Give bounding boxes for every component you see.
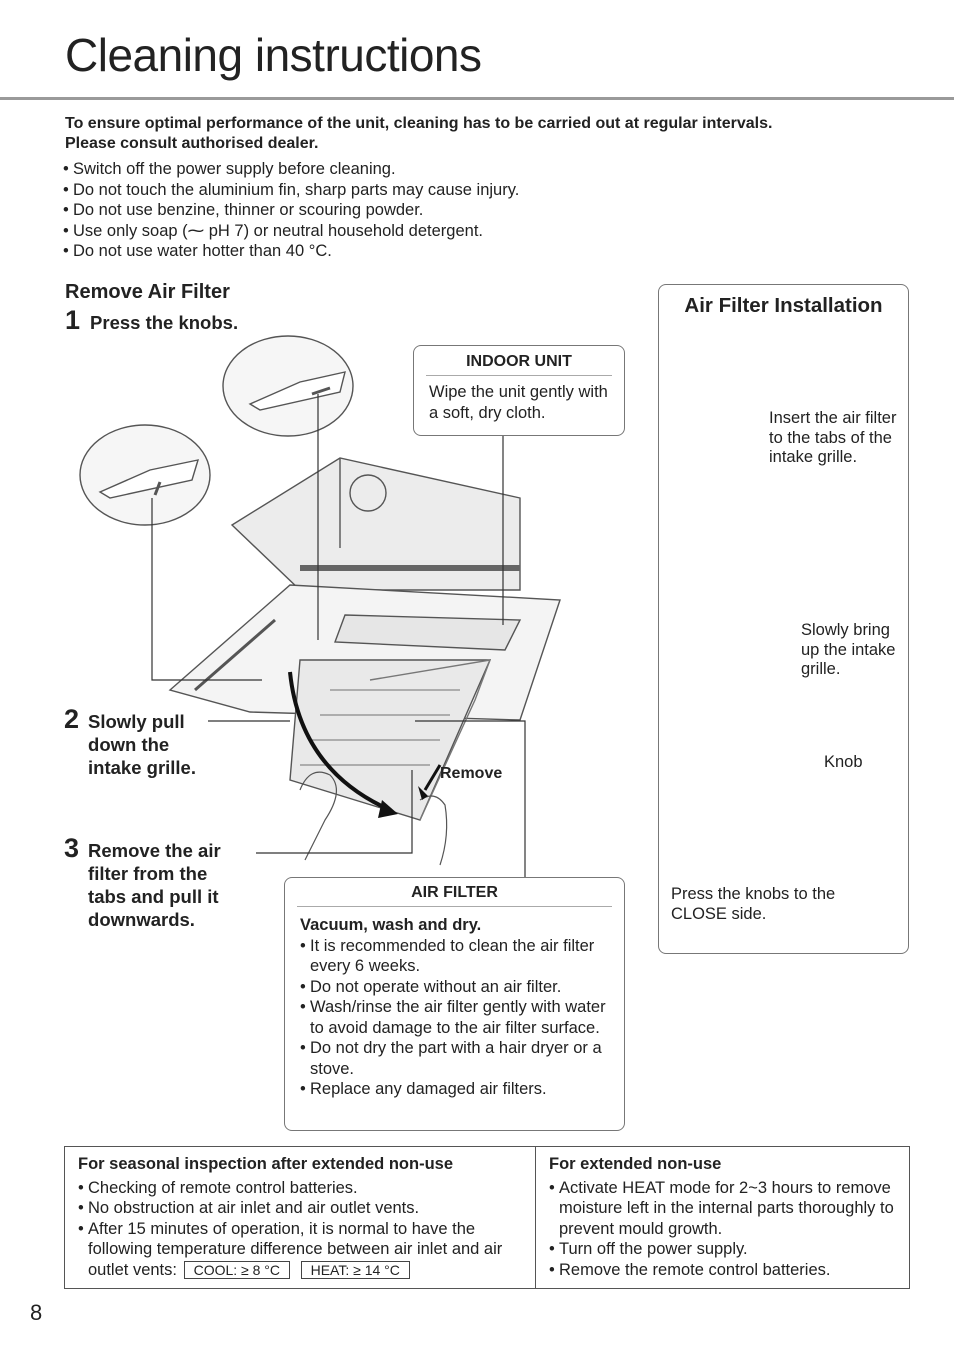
step-text: Press the knobs.: [90, 312, 239, 333]
seasonal-column: For seasonal inspection after extended n…: [65, 1147, 536, 1288]
list-item: Remove the remote control batteries.: [549, 1260, 909, 1281]
maintenance-table: For seasonal inspection after extended n…: [64, 1146, 910, 1289]
intro-line-1: To ensure optimal performance of the uni…: [65, 115, 773, 132]
step-number: 2: [64, 704, 80, 734]
step-2: 2 Slowly pull down the intake grille.: [64, 704, 213, 779]
list-item-text: After 15 minutes of operation, it is nor…: [88, 1219, 503, 1279]
page-number: 8: [30, 1300, 43, 1325]
list-item: Use only soap (⁓ pH 7) or neutral househ…: [63, 221, 623, 242]
installation-heading: Air Filter Installation: [684, 294, 883, 317]
air-filter-heading: AIR FILTER: [297, 878, 612, 907]
remove-arrowhead: [418, 786, 428, 800]
list-item: It is recommended to clean the air filte…: [300, 936, 610, 977]
list-item: Do not use water hotter than 40 °C.: [63, 241, 623, 262]
step-text: Remove the air filter from the tabs and …: [88, 840, 221, 930]
insert-filter-text: Insert the air filter to the tabs of the…: [769, 409, 897, 466]
pull-arrowhead: [378, 800, 398, 818]
installation-panel: Air Filter Installation: [658, 284, 909, 954]
intro-line-2: Please consult authorised dealer.: [65, 135, 319, 152]
pull-arrow: [288, 671, 391, 812]
cool-tag: COOL: ≥ 8 °C: [183, 1260, 290, 1279]
step-number: 3: [64, 833, 80, 863]
list-item: Checking of remote control batteries.: [78, 1178, 535, 1199]
intro-text: To ensure optimal performance of the uni…: [65, 114, 905, 154]
list-item: Do not touch the aluminium fin, sharp pa…: [63, 180, 623, 201]
list-item: Activate HEAT mode for 2~3 hours to remo…: [549, 1178, 909, 1240]
indoor-unit-box: INDOOR UNIT Wipe the unit gently with a …: [413, 345, 625, 436]
list-item: No obstruction at air inlet and air outl…: [78, 1198, 535, 1219]
air-filter-subheading: Vacuum, wash and dry.: [300, 916, 482, 934]
precautions-list: Switch off the power supply before clean…: [63, 159, 623, 262]
list-item: Wash/rinse the air filter gently with wa…: [300, 997, 610, 1038]
extended-list: Activate HEAT mode for 2~3 hours to remo…: [549, 1178, 909, 1281]
step-1: 1 Press the knobs.: [65, 305, 238, 336]
indoor-unit-heading: INDOOR UNIT: [426, 346, 612, 376]
heat-tag: HEAT: ≥ 14 °C: [300, 1260, 410, 1279]
leader-lines: [151, 394, 526, 878]
list-item: Do not use benzine, thinner or scouring …: [63, 200, 623, 221]
bring-up-text: Slowly bring up the intake grille.: [801, 621, 896, 678]
list-item: Turn off the power supply.: [549, 1239, 909, 1260]
list-item: Do not dry the part with a hair dryer or…: [300, 1038, 610, 1079]
extended-column: For extended non-use Activate HEAT mode …: [536, 1147, 909, 1288]
remove-label: Remove: [440, 765, 503, 782]
page-title: Cleaning instructions: [65, 29, 482, 81]
seasonal-heading: For seasonal inspection after extended n…: [78, 1155, 453, 1173]
step-number: 1: [65, 305, 81, 335]
knob-label: Knob: [824, 753, 863, 771]
air-filter-box: AIR FILTER Vacuum, wash and dry. It is r…: [284, 877, 625, 1131]
remove-filter-heading: Remove Air Filter: [65, 281, 230, 303]
list-item: After 15 minutes of operation, it is nor…: [78, 1219, 535, 1281]
step-3: 3 Remove the air filter from the tabs an…: [64, 833, 248, 931]
remove-arrow: [423, 764, 442, 791]
indoor-unit-text: Wipe the unit gently with a soft, dry cl…: [429, 383, 608, 422]
list-item: Do not operate without an air filter.: [300, 977, 610, 998]
knob-details: [98, 371, 346, 499]
title-divider: [0, 97, 954, 100]
list-item: Replace any damaged air filters.: [300, 1079, 610, 1100]
list-item: Switch off the power supply before clean…: [63, 159, 623, 180]
air-filter-body: Vacuum, wash and dry. It is recommended …: [285, 907, 624, 1100]
extended-heading: For extended non-use: [549, 1155, 722, 1173]
air-filter-list: It is recommended to clean the air filte…: [300, 936, 610, 1100]
press-knobs-text: Press the knobs to the CLOSE side.: [671, 885, 836, 923]
seasonal-list: Checking of remote control batteries. No…: [78, 1178, 535, 1281]
hands-illustration: [299, 771, 448, 866]
step-text: Slowly pull down the intake grille.: [88, 711, 196, 778]
